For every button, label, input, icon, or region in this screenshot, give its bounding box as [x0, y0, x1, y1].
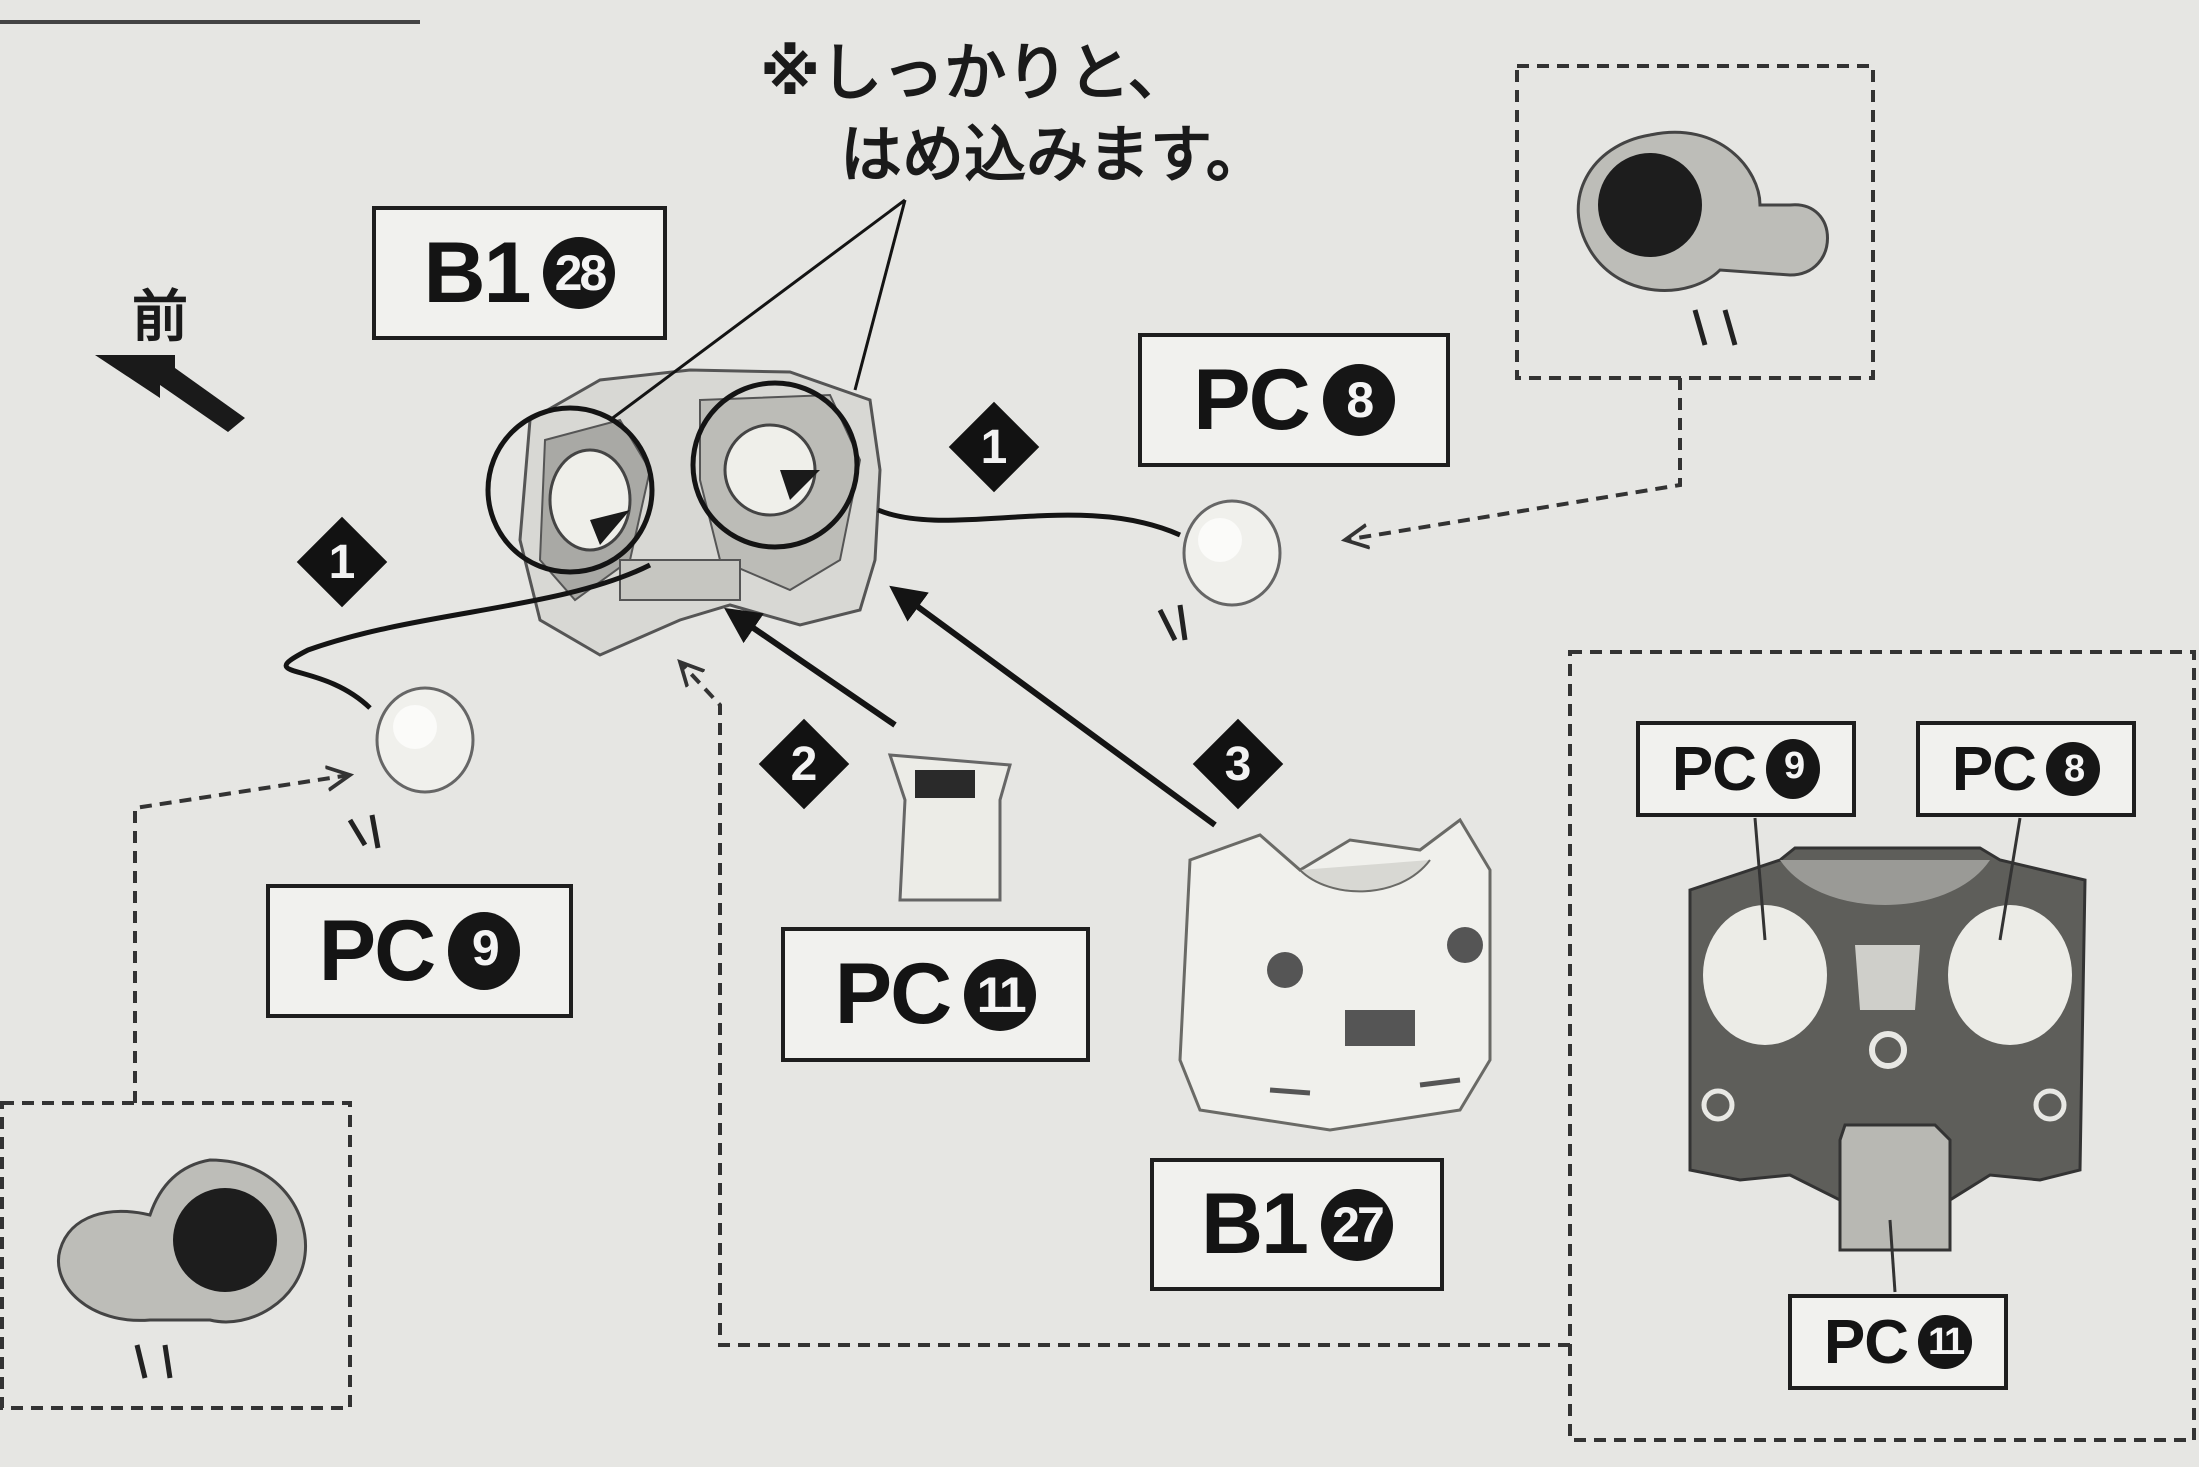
- part-label-b1-28: B1 28: [372, 206, 667, 340]
- part-code: PC: [1671, 734, 1757, 804]
- part-code: PC: [1823, 1307, 1909, 1377]
- step-marker-2: 2: [758, 718, 850, 810]
- part-code: B1: [423, 224, 532, 321]
- note-line-2: はめ込みます。: [840, 118, 1268, 191]
- assembled-torso-diagram: [1688, 846, 2087, 1252]
- part-label-pc11: PC 11: [781, 927, 1090, 1062]
- part-number-badge: 28: [543, 237, 616, 309]
- attention-circle-left: [485, 405, 655, 575]
- part-number-badge: 11: [1918, 1315, 1973, 1369]
- inset-label-pc8: PC 8: [1916, 721, 2136, 817]
- front-arrow-icon: [95, 355, 245, 432]
- part-code: PC: [1951, 734, 2037, 804]
- part-label-b1-27: B1 27: [1150, 1158, 1444, 1291]
- step2-arrow: [724, 607, 897, 728]
- step1-left-line: [283, 562, 652, 710]
- step-number: 3: [1224, 737, 1252, 791]
- step3-arrow: [889, 585, 1217, 828]
- part-label-pc9: PC 9: [266, 884, 573, 1018]
- step-number: 2: [790, 737, 818, 791]
- pc8-detail-icon: [1576, 130, 1829, 292]
- step-marker-3: 3: [1192, 718, 1284, 810]
- pc8-ball-part: [1182, 499, 1282, 607]
- part-number-badge: 8: [1322, 364, 1395, 436]
- attention-circle-right: [690, 380, 860, 550]
- step-number: 1: [328, 535, 356, 589]
- part-number-badge: 11: [964, 958, 1037, 1031]
- step-number: 1: [980, 420, 1008, 474]
- pc8-detail-box: [1515, 64, 1875, 380]
- inset-label-pc11: PC 11: [1788, 1294, 2008, 1390]
- step-marker-1-right: 1: [948, 401, 1040, 493]
- pc9-detail-box: [0, 1101, 352, 1410]
- part-label-pc8: PC 8: [1138, 333, 1450, 467]
- assembled-view-box: [1568, 650, 2196, 1442]
- part-code: PC: [318, 902, 436, 999]
- part-number-badge: 9: [448, 912, 521, 990]
- pc9-detail-icon: [57, 1158, 308, 1324]
- part-number-badge: 8: [2046, 742, 2101, 796]
- pc9-ball-part: [375, 686, 475, 794]
- pc11-part: [887, 753, 1012, 902]
- assembly-note: ※しっかりと、 はめ込みます。: [760, 32, 1268, 196]
- note-line-1: ※しっかりと、: [760, 36, 1190, 109]
- part-code: PC: [834, 946, 952, 1042]
- step-marker-1-left: 1: [296, 516, 388, 608]
- front-direction-label: 前: [132, 285, 188, 350]
- torso-frame-part: [518, 368, 882, 657]
- part-code: B1: [1201, 1176, 1309, 1272]
- part-number-badge: 27: [1320, 1188, 1393, 1261]
- chest-armor-part: [1178, 817, 1492, 1132]
- part-number-badge: 9: [1766, 739, 1821, 799]
- step1-right-line: [877, 507, 1182, 538]
- part-code: PC: [1193, 351, 1310, 448]
- inset-label-pc9: PC 9: [1636, 721, 1856, 817]
